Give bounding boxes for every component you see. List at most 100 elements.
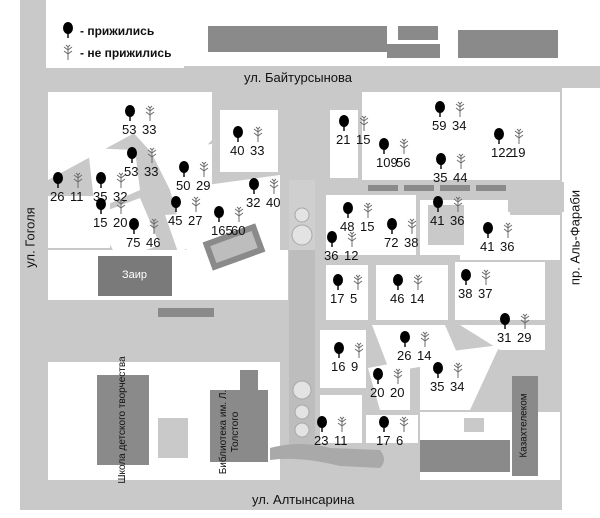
building-top-right (458, 30, 558, 58)
survived-tree-icon (433, 196, 443, 212)
block-r9 (320, 395, 362, 443)
survived-count: 21 (336, 132, 351, 147)
building-top-left (208, 26, 440, 58)
survived-tree-icon (96, 198, 106, 214)
not-survived-count: 29 (196, 178, 211, 193)
survived-count: 122 (491, 145, 513, 160)
building-small-br (464, 418, 484, 432)
not-survived-count: 60 (231, 223, 246, 238)
block-left-b (88, 148, 140, 210)
survived-count: 26 (50, 189, 65, 204)
not-survived-count: 9 (351, 359, 359, 374)
survived-count: 35 (433, 170, 448, 185)
survived-tree-icon (127, 147, 137, 163)
survived-count: 20 (370, 385, 385, 400)
block-r10 (366, 415, 418, 443)
not-survived-count: 33 (144, 164, 159, 179)
not-survived-count: 33 (250, 143, 265, 158)
survived-count: 15 (93, 215, 108, 230)
survived-count: 48 (340, 219, 355, 234)
not-survived-tree-icon (399, 416, 409, 432)
building-lib-ext (240, 370, 258, 390)
not-survived-tree-icon (407, 218, 417, 234)
survived-tree-icon (214, 206, 224, 222)
survived-tree-icon (494, 128, 504, 144)
legend-box (46, 8, 184, 68)
building-top-small (398, 26, 438, 40)
not-survived-count: 20 (113, 215, 128, 230)
survived-count: 165 (211, 223, 233, 238)
not-survived-tree-icon (253, 126, 263, 142)
not-survived-count: 12 (344, 248, 359, 263)
not-survived-count: 27 (188, 213, 203, 228)
not-survived-tree-icon (347, 231, 357, 247)
not-survived-tree-icon (116, 198, 126, 214)
not-survived-count: 40 (266, 195, 281, 210)
not-survived-count: 37 (478, 286, 493, 301)
survived-tree-icon (436, 153, 446, 169)
not-survived-count: 6 (396, 433, 404, 448)
not-survived-tree-icon (191, 196, 201, 212)
block-r6 (320, 330, 366, 388)
not-survived-count: 33 (142, 122, 157, 137)
not-survived-tree-icon (503, 222, 513, 238)
not-survived-count: 36 (500, 239, 515, 254)
survived-tree-icon (483, 222, 493, 238)
fountain-2 (294, 207, 310, 223)
survived-tree-icon (343, 202, 353, 218)
not-survived-tree-icon (520, 313, 530, 329)
building-label-kazakhtelecom: Казахтелеком (518, 393, 530, 458)
not-survived-tree-icon (149, 218, 159, 234)
right-area (562, 88, 600, 518)
fountain-4 (294, 404, 310, 420)
survived-tree-icon (387, 218, 397, 234)
legend-not-survived-tree-icon (63, 44, 73, 60)
block-left-d (95, 198, 160, 260)
survived-tree-icon (461, 269, 471, 285)
survived-count: 59 (432, 118, 447, 133)
building-library (210, 390, 268, 462)
survived-count: 109 (376, 155, 398, 170)
survived-tree-icon (400, 331, 410, 347)
survived-count: 75 (126, 235, 141, 250)
block-r7 (420, 345, 500, 410)
survived-tree-icon (249, 178, 259, 194)
not-survived-tree-icon (514, 128, 524, 144)
street-label-right: пр. Аль-Фараби (567, 189, 583, 286)
not-survived-tree-icon (455, 101, 465, 117)
not-survived-count: 15 (360, 219, 375, 234)
not-survived-tree-icon (234, 206, 244, 222)
survived-count: 23 (314, 433, 329, 448)
survived-tree-icon (379, 416, 389, 432)
not-survived-count: 15 (356, 132, 371, 147)
block-r3 (455, 262, 545, 320)
building-label-school: Школа детского творчества (117, 356, 128, 484)
not-survived-tree-icon (481, 269, 491, 285)
survived-count: 26 (397, 348, 412, 363)
fountain-3 (292, 380, 312, 400)
not-survived-count: 19 (511, 145, 526, 160)
not-survived-tree-icon (359, 115, 369, 131)
survived-tree-icon (96, 172, 106, 188)
street-label-left: ул. Гоголя (22, 207, 38, 268)
building-left-tall (66, 302, 76, 360)
not-survived-tree-icon (337, 416, 347, 432)
not-survived-tree-icon (116, 172, 126, 188)
survived-count: 40 (230, 143, 245, 158)
survived-tree-icon (317, 416, 327, 432)
survived-tree-icon (327, 231, 337, 247)
survived-tree-icon (393, 274, 403, 290)
legend-survived-label: - прижились (80, 24, 155, 38)
bench-1 (368, 185, 398, 191)
not-survived-tree-icon (393, 368, 403, 384)
fountain-5 (294, 422, 310, 438)
survived-tree-icon (500, 313, 510, 329)
not-survived-count: 34 (450, 379, 465, 394)
not-survived-count: 46 (146, 235, 161, 250)
legend-not-survived-label: - не прижились (80, 46, 172, 60)
block-r4 (460, 325, 545, 350)
survived-count: 35 (430, 379, 445, 394)
not-survived-tree-icon (145, 105, 155, 121)
